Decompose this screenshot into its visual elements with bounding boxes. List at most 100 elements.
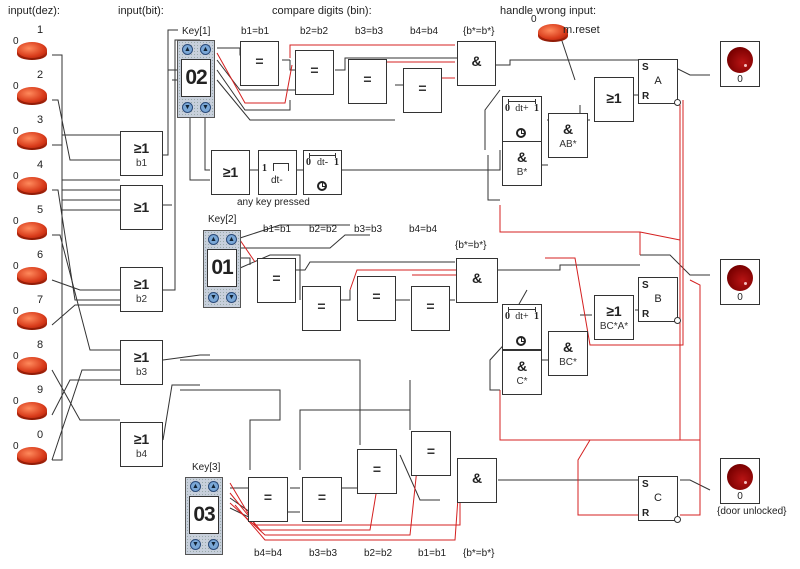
key1-down-left[interactable]: ▼ xyxy=(182,102,193,113)
input-button-1[interactable] xyxy=(13,40,53,70)
input-button-0[interactable] xyxy=(13,445,53,475)
compare-header: compare digits (bin): xyxy=(272,5,372,17)
input-button-4[interactable] xyxy=(13,175,53,205)
and-gate-b-star: &B* xyxy=(502,141,542,186)
key1-cmp-label-3: b3=b3 xyxy=(355,26,384,37)
key2-cmp-3: = xyxy=(357,276,396,321)
key3-up-left[interactable]: ▲ xyxy=(190,481,201,492)
key1-and-label: {b*=b*} xyxy=(463,26,495,37)
key1-and-gate: & xyxy=(457,41,496,86)
key1-down-right[interactable]: ▼ xyxy=(200,102,211,113)
or-gate-any: ≥1 xyxy=(120,185,163,230)
input-button-label: 8 xyxy=(37,339,44,351)
input-button-7[interactable] xyxy=(13,310,53,340)
input-bit-header: input(bit): xyxy=(118,5,164,17)
key1-cmp-3: = xyxy=(348,59,387,104)
input-button-label: 1 xyxy=(37,24,44,36)
handle-wrong-header: handle wrong input: xyxy=(500,5,597,17)
input-button-state: 0 xyxy=(13,36,19,47)
key2-selector[interactable]: ▲ ▲ 01 ▼ ▼ xyxy=(203,230,241,308)
any-key-or-gate: ≥1 xyxy=(211,150,250,195)
pulse-block: 1 dt- xyxy=(258,150,297,195)
key3-down-left[interactable]: ▼ xyxy=(190,539,201,550)
input-button-state: 0 xyxy=(13,351,19,362)
lamp-bulb-icon xyxy=(727,265,753,291)
key1-selector[interactable]: ▲ ▲ 02 ▼ ▼ xyxy=(177,40,215,118)
lamp-bulb-icon xyxy=(727,464,753,490)
key2-cmp-label-4: b4=b4 xyxy=(409,224,438,235)
key2-and-label: {b*=b*} xyxy=(455,240,487,251)
input-button-state: 0 xyxy=(13,126,19,137)
input-button-6[interactable] xyxy=(13,265,53,295)
key3-cmp-label-1: b4=b4 xyxy=(254,548,283,559)
reset-button[interactable] xyxy=(534,22,574,52)
reset-state: 0 xyxy=(531,14,537,25)
key3-cmp-2: = xyxy=(302,477,342,522)
key2-cmp-4: = xyxy=(411,286,450,331)
key2-down-left[interactable]: ▼ xyxy=(208,292,219,303)
key3-label: Key[3] xyxy=(192,462,221,473)
input-button-3[interactable] xyxy=(13,130,53,160)
key3-cmp-4: = xyxy=(411,431,451,476)
reset-label: m.reset xyxy=(563,24,600,36)
key1-up-right[interactable]: ▲ xyxy=(200,44,211,55)
key2-up-right[interactable]: ▲ xyxy=(226,234,237,245)
and-gate-ab-star: &AB* xyxy=(548,113,588,158)
input-button-2[interactable] xyxy=(13,85,53,115)
input-button-state: 0 xyxy=(13,441,19,452)
input-button-state: 0 xyxy=(13,81,19,92)
key1-cmp-1: = xyxy=(240,41,279,86)
key1-label: Key[1] xyxy=(182,26,211,37)
pulse-icon xyxy=(273,163,289,171)
input-button-state: 0 xyxy=(13,261,19,272)
input-button-label: 0 xyxy=(37,429,44,441)
input-button-5[interactable] xyxy=(13,220,53,250)
key3-selector[interactable]: ▲ ▲ 03 ▼ ▼ xyxy=(185,477,223,555)
key3-and-gate: & xyxy=(457,458,497,503)
input-button-8[interactable] xyxy=(13,355,53,385)
lamp-c: 0 xyxy=(720,458,760,504)
key3-and-label: {b*=b*} xyxy=(463,548,495,559)
lamp-bulb-icon xyxy=(727,47,753,73)
key2-cmp-label-1: b1=b1 xyxy=(263,224,292,235)
input-button-label: 6 xyxy=(37,249,44,261)
key1-cmp-4: = xyxy=(403,68,442,113)
key1-cmp-2: = xyxy=(295,50,334,95)
input-button-label: 7 xyxy=(37,294,44,306)
key2-cmp-label-3: b3=b3 xyxy=(354,224,383,235)
key2-cmp-1: = xyxy=(257,258,296,303)
and-gate-c-star: &C* xyxy=(502,350,542,395)
input-button-label: 5 xyxy=(37,204,44,216)
key1-up-left[interactable]: ▲ xyxy=(182,44,193,55)
clock-icon xyxy=(316,181,327,191)
input-button-9[interactable] xyxy=(13,400,53,430)
input-button-label: 2 xyxy=(37,69,44,81)
key1-cmp-label-1: b1=b1 xyxy=(241,26,270,37)
key3-cmp-1: = xyxy=(248,477,288,522)
key3-down-right[interactable]: ▼ xyxy=(208,539,219,550)
key2-down-right[interactable]: ▼ xyxy=(226,292,237,303)
input-button-label: 3 xyxy=(37,114,44,126)
input-button-state: 0 xyxy=(13,396,19,407)
clock-icon xyxy=(516,128,526,138)
door-unlocked-caption: {door unlocked} xyxy=(717,506,787,517)
key2-up-left[interactable]: ▲ xyxy=(208,234,219,245)
any-key-caption: any key pressed xyxy=(237,197,310,208)
or-gate-a: ≥1 xyxy=(594,77,634,122)
key2-cmp-2: = xyxy=(302,286,341,331)
key2-display: 01 xyxy=(207,249,237,287)
lamp-b: 0 xyxy=(720,259,760,305)
key3-up-right[interactable]: ▲ xyxy=(208,481,219,492)
key1-cmp-label-4: b4=b4 xyxy=(410,26,439,37)
key1-cmp-label-2: b2=b2 xyxy=(300,26,329,37)
input-button-state: 0 xyxy=(13,216,19,227)
